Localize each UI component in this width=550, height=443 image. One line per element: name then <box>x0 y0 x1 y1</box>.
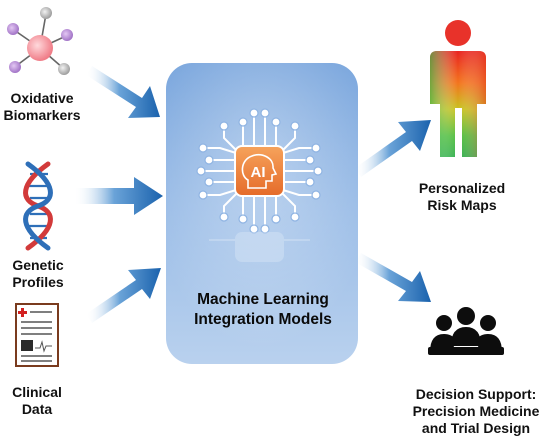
label-oxidative-biomarkers: Oxidative Biomarkers <box>2 90 82 124</box>
label-oxidative-line1: Oxidative <box>10 90 74 106</box>
molecule-icon <box>7 7 73 75</box>
label-clinical-data: Clinical Data <box>0 384 74 418</box>
arrow-center-to-risk <box>355 120 431 177</box>
label-clinical-line1: Clinical <box>12 384 62 400</box>
arrow-center-to-decision <box>355 253 431 302</box>
label-decision-line3: and Trial Design <box>421 420 531 436</box>
label-decision-line1: Decision Support: <box>415 386 537 402</box>
ai-brain-chip-icon: AI <box>196 108 323 262</box>
label-oxidative-line2: Biomarkers <box>3 107 81 123</box>
label-clinical-line2: Data <box>21 401 53 417</box>
clinical-report-icon <box>15 303 59 367</box>
label-decision-line2: Precision Medicine <box>412 403 540 419</box>
heatmap-person-icon <box>430 20 486 157</box>
label-ml-line1: Machine Learning <box>197 291 329 308</box>
label-personalized-risk-maps: Personalized Risk Maps <box>414 180 510 214</box>
ml-integration-panel <box>166 63 358 364</box>
label-genetic-line2: Profiles <box>12 274 64 290</box>
label-decision-support: Decision Support: Precision Medicine and… <box>404 386 548 437</box>
label-ml-integration-models: Machine Learning Integration Models <box>168 290 358 330</box>
team-meeting-icon <box>428 307 504 355</box>
ai-chip-label: AI <box>251 164 266 181</box>
arrow-genetic-to-center <box>74 177 163 215</box>
dna-icon <box>23 161 53 251</box>
label-risk-line2: Risk Maps <box>427 197 497 213</box>
label-genetic-line1: Genetic <box>12 257 64 273</box>
arrow-oxidative-to-center <box>86 66 160 118</box>
arrow-clinical-to-center <box>86 268 161 323</box>
label-genetic-profiles: Genetic Profiles <box>0 257 76 291</box>
label-risk-line1: Personalized <box>418 180 506 196</box>
label-ml-line2: Integration Models <box>194 311 332 328</box>
